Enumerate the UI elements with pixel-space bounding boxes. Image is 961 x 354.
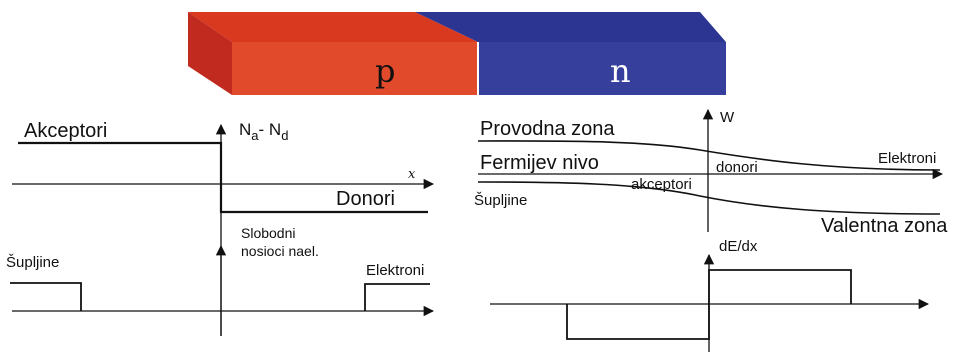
doping-profile-plot: Akceptori Donori Na- Nd x — [12, 120, 435, 336]
fermi-level-label: Fermijev nivo — [480, 152, 599, 174]
field-axis-label: dE/dx — [719, 238, 758, 255]
n-region-face — [478, 42, 726, 95]
valence-band-label: Valentna zona — [821, 215, 948, 237]
electrons-profile — [364, 283, 430, 311]
holes-band-label: Šupljine — [474, 192, 527, 209]
conduction-band-curve — [477, 140, 941, 171]
carriers-axis-label: Slobodni nosioci nael. — [241, 225, 319, 259]
field-plot: dE/dx — [490, 238, 930, 352]
p-region-top — [188, 12, 478, 42]
conduction-band-label: Provodna zona — [480, 118, 615, 140]
bands-axis-label: W — [720, 109, 735, 126]
energy-bands-plot: W Provodna zona Fermijev nivo donori akc… — [474, 108, 948, 237]
donors-level-label: donori — [716, 159, 758, 176]
carriers-plot: Šupljine Elektroni Slobodni nosioci nael… — [6, 225, 435, 336]
doping-profile-curve — [18, 141, 428, 214]
pn-bar: p n — [188, 12, 726, 95]
n-region-top — [415, 12, 726, 42]
holes-label: Šupljine — [6, 254, 59, 271]
electrons-label: Elektroni — [366, 262, 424, 279]
p-region-face — [232, 42, 478, 95]
acceptors-level-label: akceptori — [631, 176, 692, 193]
doping-axis-label: Na- Nd — [239, 120, 288, 143]
field-profile — [566, 269, 852, 340]
holes-profile — [10, 282, 82, 311]
x-axis-label: x — [408, 167, 416, 182]
p-region-label: p — [375, 52, 395, 90]
n-region-label: n — [610, 52, 631, 90]
valence-band-curve — [477, 181, 941, 215]
p-region-side — [188, 12, 232, 95]
acceptors-label: Akceptori — [24, 120, 107, 142]
donors-label: Donori — [336, 188, 395, 210]
electrons-band-label: Elektroni — [878, 150, 936, 167]
